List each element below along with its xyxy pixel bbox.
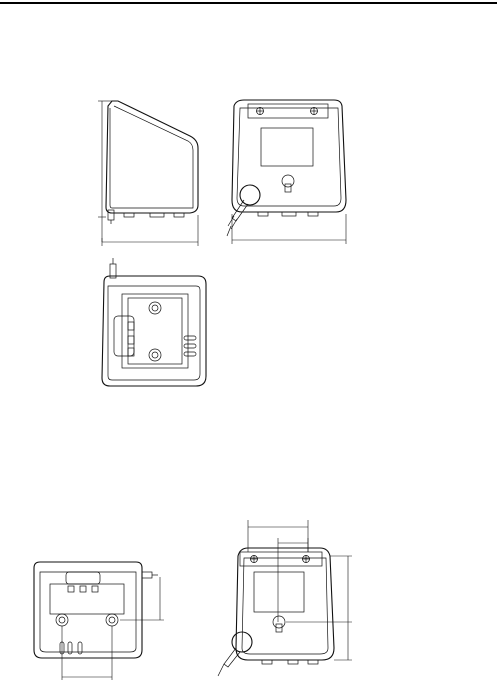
top-view-drawing (102, 258, 206, 386)
rear-view-drawing (227, 100, 346, 244)
side-view-drawing (98, 101, 198, 246)
top-view-mounting-drawing (34, 562, 164, 680)
rear-view-mounting-drawing (218, 520, 352, 676)
